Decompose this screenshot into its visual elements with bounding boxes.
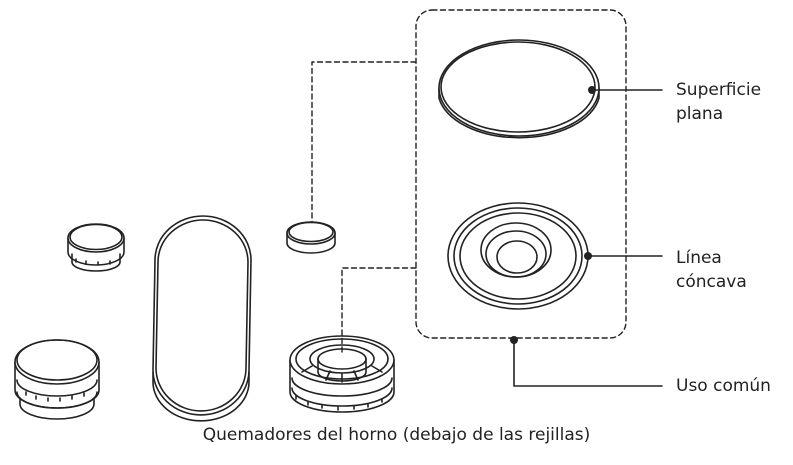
concave-burner (289, 335, 395, 413)
large-burner (14, 339, 100, 420)
leader-to-concave-burner (341, 267, 417, 353)
label-flat-surface-line1: Superficie (676, 80, 762, 100)
concave-cap-detail (447, 202, 589, 310)
label-flat-surface: Superficie plana (676, 78, 761, 126)
flat-surface-cap-detail (438, 39, 600, 139)
small-cap (286, 221, 336, 254)
oval-burner (152, 215, 252, 422)
label-common-use-text: Uso común (676, 376, 771, 396)
leader-to-small-cap (311, 61, 417, 223)
label-concave-line: Línea cóncava (676, 246, 747, 294)
diagram-caption: Quemadores del horno (debajo de las reji… (202, 425, 591, 445)
label-common-use: Uso común (676, 374, 771, 398)
label-concave-line-line1: Línea (676, 248, 722, 268)
label-flat-surface-line2: plana (676, 104, 724, 124)
small-burner-cap (67, 223, 125, 272)
leader-flat-surface (588, 86, 663, 94)
leader-concave-line (584, 252, 663, 260)
dashed-group-frame (415, 9, 627, 339)
leader-common-use (510, 336, 663, 387)
label-concave-line-line2: cóncava (676, 272, 747, 292)
